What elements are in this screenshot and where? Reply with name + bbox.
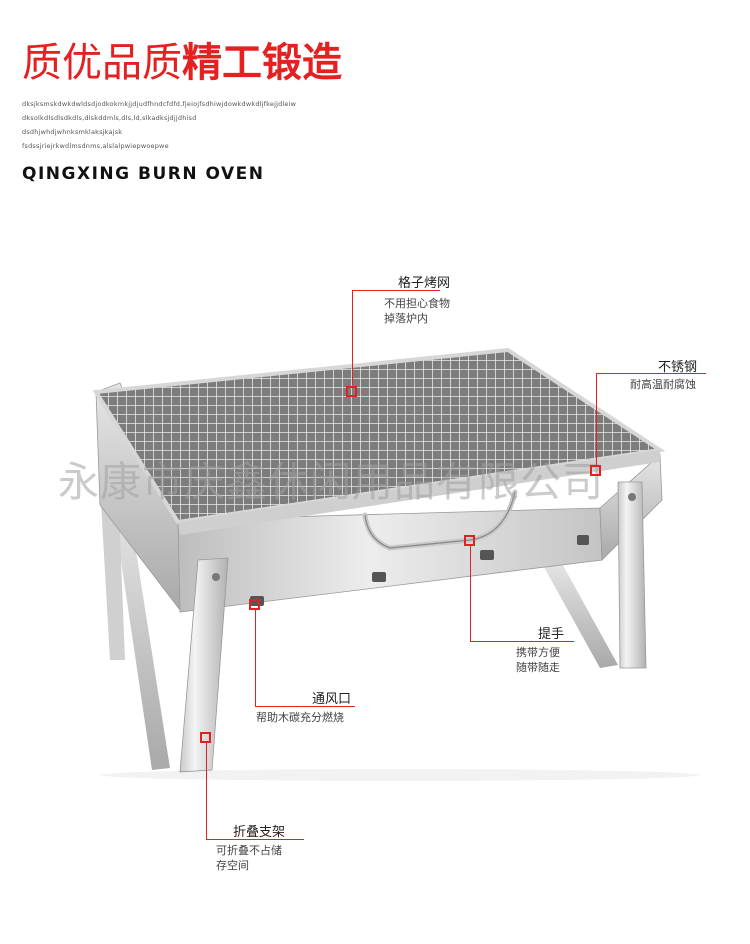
callout-title-folding-stand: 折叠支架 (233, 825, 286, 840)
filler-line: fsdssjriejrkwdlmsdnms,alslalpwiepwoepwe (22, 142, 169, 150)
filler-text-block: dksjksmskdwkdwldsdjodkokmkjjdjudfhndcfdf… (22, 97, 382, 153)
headline: 质优品质精工锻造 (22, 36, 342, 90)
callout-desc-grill-net: 不用担心食物 掉落炉内 (384, 296, 450, 326)
callout-line (596, 373, 706, 374)
callout-line (596, 373, 597, 465)
callout-line (470, 546, 471, 641)
desc-line: 帮助木碳充分燃烧 (256, 711, 344, 724)
filler-line: dksolkdlsdlsdkdls,dlskddmls,dls,ld,slkad… (22, 114, 197, 122)
callout-desc-handle: 携带方便 随带随走 (516, 645, 560, 675)
desc-line: 存空间 (216, 859, 249, 872)
filler-line: dsdhjwhdjwhnksmklaksjkajsk (22, 128, 123, 136)
marker-folding-stand (200, 732, 211, 743)
vent-slots (250, 535, 589, 606)
callout-line (206, 743, 207, 839)
callout-desc-vent: 帮助木碳充分燃烧 (256, 710, 344, 725)
headline-bold: 精工锻造 (182, 40, 342, 86)
carry-handle-edge (364, 491, 516, 549)
desc-line: 随带随走 (516, 661, 560, 674)
marker-stainless (590, 465, 601, 476)
callout-line (470, 641, 574, 642)
company-watermark: 永康市庆鑫休闲用品有限公司 (58, 458, 604, 506)
callout-line (206, 839, 304, 840)
callout-title-grill-net: 格子烤网 (398, 276, 451, 291)
callout-line (352, 290, 353, 385)
callout-line (352, 290, 440, 291)
callout-title-stainless: 不锈钢 (658, 360, 698, 375)
marker-grill-net (346, 386, 357, 397)
grill-rim (178, 450, 660, 535)
callout-desc-stainless: 耐高温耐腐蚀 (630, 377, 696, 392)
desc-line: 耐高温耐腐蚀 (630, 378, 696, 391)
callout-line (255, 610, 256, 706)
desc-line: 可折叠不占储 (216, 844, 282, 857)
callout-title-handle: 提手 (538, 627, 565, 642)
callout-line (255, 706, 355, 707)
front-left-leg (179, 557, 229, 773)
marker-vent (249, 599, 260, 610)
marker-handle (464, 535, 475, 546)
callout-desc-folding-stand: 可折叠不占储 存空间 (216, 843, 282, 873)
desc-line: 掉落炉内 (384, 312, 428, 325)
front-right-leg (617, 481, 647, 669)
desc-line: 不用担心食物 (384, 297, 450, 310)
desc-line: 携带方便 (516, 646, 560, 659)
filler-line: dksjksmskdwkdwldsdjodkokmkjjdjudfhndcfdf… (22, 100, 297, 108)
headline-light: 质优品质 (22, 40, 182, 86)
callout-title-vent: 通风口 (312, 692, 352, 707)
product-subtitle: QINGXING BURN OVEN (22, 164, 265, 184)
